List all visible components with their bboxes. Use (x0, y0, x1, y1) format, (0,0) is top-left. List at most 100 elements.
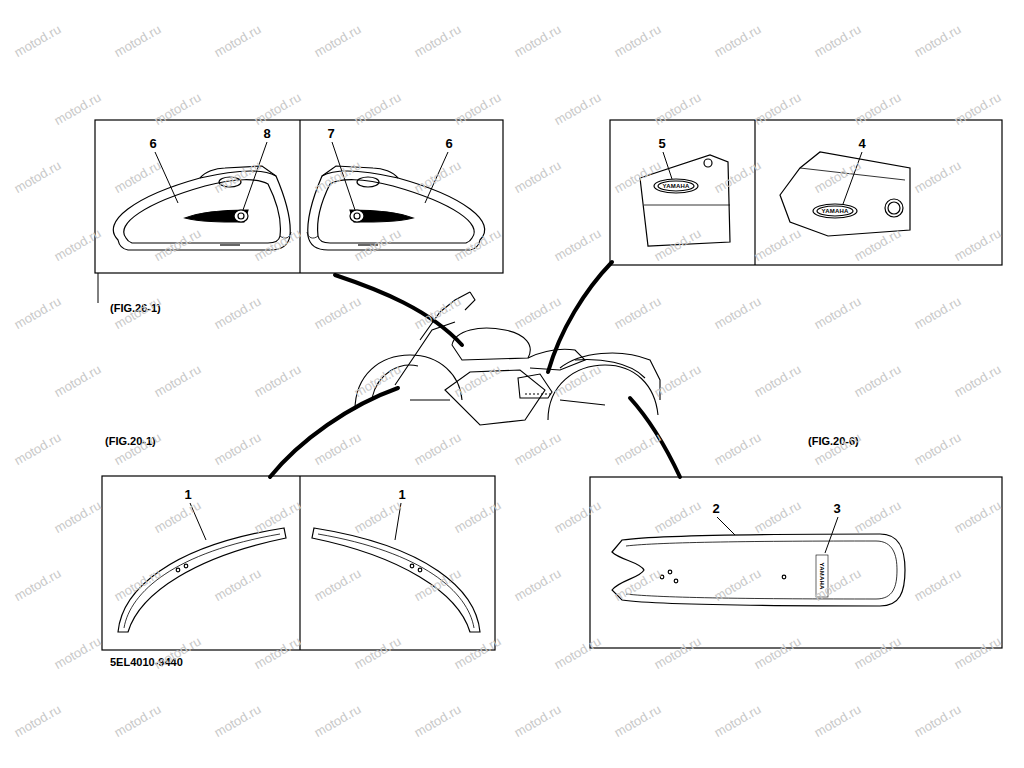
watermark: motod.ru (712, 430, 763, 467)
watermark: motod.ru (112, 702, 163, 739)
watermark: motod.ru (652, 498, 703, 535)
watermark: motod.ru (952, 498, 1003, 535)
watermark: motod.ru (212, 158, 263, 195)
watermark: motod.ru (712, 22, 763, 59)
watermark: motod.ru (112, 158, 163, 195)
emblem-text: YAMAHA (663, 183, 690, 189)
watermark: motod.ru (952, 90, 1003, 127)
watermark: motod.ru (52, 498, 103, 535)
watermark: motod.ru (612, 294, 663, 331)
watermark: motod.ru (212, 22, 263, 59)
watermark: motod.ru (612, 158, 663, 195)
watermark: motod.ru (812, 22, 863, 59)
watermark: motod.ru (152, 90, 203, 127)
watermark: motod.ru (452, 226, 503, 263)
callout-number: 6 (445, 137, 452, 150)
callout-number: 1 (398, 488, 405, 501)
watermark: motod.ru (652, 90, 703, 127)
watermark: motod.ru (252, 226, 303, 263)
watermark: motod.ru (612, 702, 663, 739)
emblem-text: YAMAHA (822, 208, 849, 214)
watermark: motod.ru (312, 294, 363, 331)
watermark: motod.ru (952, 634, 1003, 671)
watermark: motod.ru (212, 294, 263, 331)
callout-number: 8 (263, 127, 270, 140)
watermark: motod.ru (812, 702, 863, 739)
watermark: motod.ru (352, 498, 403, 535)
watermark: motod.ru (512, 702, 563, 739)
watermark: motod.ru (812, 158, 863, 195)
watermark: motod.ru (52, 634, 103, 671)
watermark: motod.ru (552, 90, 603, 127)
watermark: motod.ru (752, 226, 803, 263)
watermark: motod.ru (352, 362, 403, 399)
watermark: motod.ru (952, 226, 1003, 263)
watermark: motod.ru (612, 566, 663, 603)
watermark: motod.ru (412, 22, 463, 59)
watermark: motod.ru (912, 566, 963, 603)
watermark: motod.ru (552, 362, 603, 399)
watermark: motod.ru (212, 702, 263, 739)
watermark: motod.ru (852, 498, 903, 535)
watermark: motod.ru (312, 158, 363, 195)
watermark: motod.ru (752, 498, 803, 535)
watermark: motod.ru (312, 702, 363, 739)
callout-number: 3 (833, 502, 840, 515)
watermark: motod.ru (452, 362, 503, 399)
callout-number: 4 (858, 137, 865, 150)
watermark: motod.ru (212, 566, 263, 603)
watermark: motod.ru (752, 362, 803, 399)
watermark: motod.ru (312, 22, 363, 59)
watermark: motod.ru (412, 158, 463, 195)
watermark: motod.ru (912, 294, 963, 331)
watermark: motod.ru (252, 90, 303, 127)
watermark: motod.ru (152, 226, 203, 263)
watermark: motod.ru (912, 430, 963, 467)
watermark: motod.ru (512, 158, 563, 195)
watermark: motod.ru (712, 702, 763, 739)
watermark: motod.ru (412, 430, 463, 467)
watermark: motod.ru (252, 362, 303, 399)
watermark: motod.ru (652, 634, 703, 671)
watermark: motod.ru (512, 430, 563, 467)
watermark: motod.ru (852, 362, 903, 399)
callout-number: 1 (184, 488, 191, 501)
watermark: motod.ru (852, 634, 903, 671)
callout-number: 6 (149, 137, 156, 150)
callout-number: 7 (327, 127, 334, 140)
watermark: motod.ru (152, 362, 203, 399)
watermark: motod.ru (552, 498, 603, 535)
callout-number: 5 (658, 137, 665, 150)
watermark: motod.ru (912, 702, 963, 739)
watermark: motod.ru (52, 362, 103, 399)
watermark: motod.ru (512, 22, 563, 59)
watermark: motod.ru (812, 294, 863, 331)
watermark: motod.ru (512, 294, 563, 331)
watermark: motod.ru (12, 566, 63, 603)
watermark: motod.ru (452, 634, 503, 671)
watermark: motod.ru (712, 566, 763, 603)
watermark: motod.ru (312, 566, 363, 603)
watermark: motod.ru (552, 634, 603, 671)
watermark: motod.ru (552, 226, 603, 263)
watermark: motod.ru (212, 430, 263, 467)
watermark: motod.ru (612, 430, 663, 467)
watermark: motod.ru (752, 634, 803, 671)
watermark: motod.ru (712, 294, 763, 331)
watermark: motod.ru (612, 22, 663, 59)
watermark: motod.ru (12, 22, 63, 59)
watermark: motod.ru (12, 158, 63, 195)
watermark: motod.ru (252, 498, 303, 535)
watermark: motod.ru (752, 90, 803, 127)
watermark: motod.ru (652, 226, 703, 263)
watermark: motod.ru (112, 22, 163, 59)
watermark: motod.ru (352, 90, 403, 127)
watermark: motod.ru (252, 634, 303, 671)
watermark: motod.ru (352, 634, 403, 671)
watermark: motod.ru (12, 702, 63, 739)
watermark: motod.ru (452, 90, 503, 127)
watermark: motod.ru (12, 430, 63, 467)
watermark: motod.ru (952, 362, 1003, 399)
watermark: motod.ru (512, 566, 563, 603)
